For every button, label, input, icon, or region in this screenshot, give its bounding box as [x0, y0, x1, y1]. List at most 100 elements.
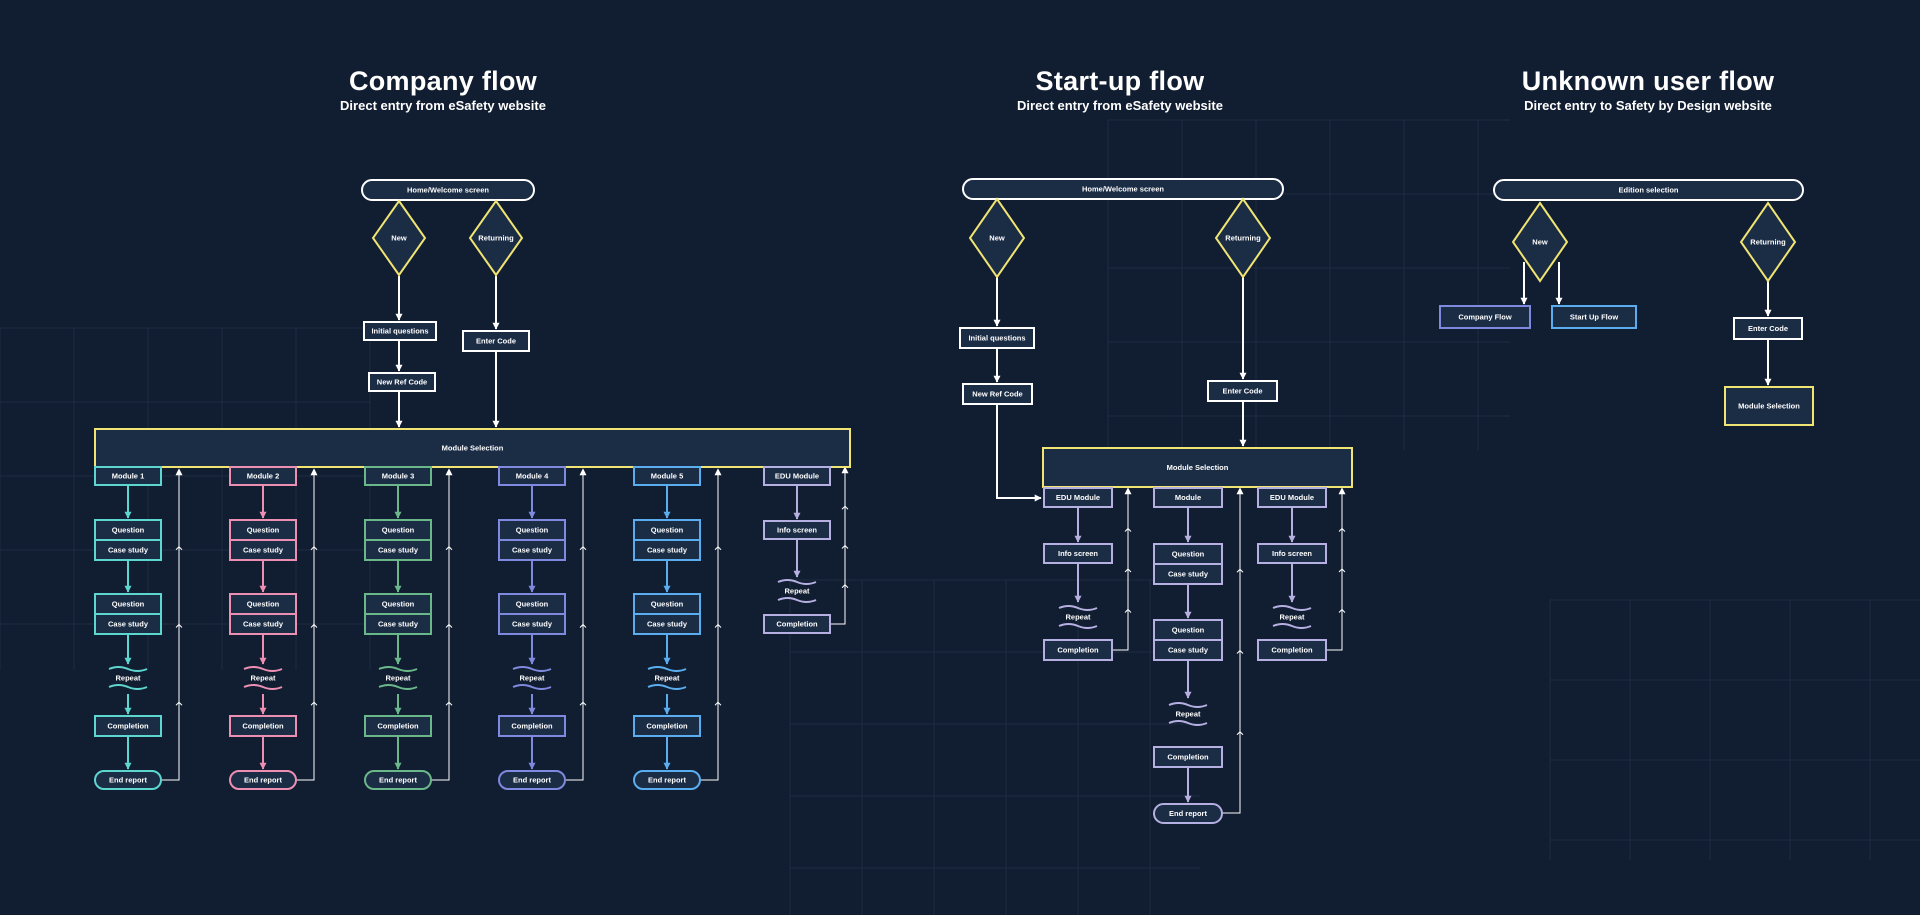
startup-column-1-info-screen[interactable]: Info screen	[1043, 543, 1113, 564]
startup-new-ref-code-shape	[962, 383, 1033, 405]
startup-column-2-return-loop-chevron	[1236, 731, 1244, 736]
company-new-ref-code[interactable]: New Ref Code	[368, 372, 436, 392]
company-module-4-repeat: Repeat	[512, 666, 552, 690]
unknown-start-up-flow[interactable]: Start Up Flow	[1551, 305, 1637, 329]
startup-new-ref-code[interactable]: New Ref Code	[962, 383, 1033, 405]
unknown-new-decision[interactable]: New	[1511, 201, 1569, 283]
company-module-2-completion[interactable]: Completion	[229, 715, 297, 737]
company-module-2-end-report-label: End report	[244, 776, 282, 785]
startup-column-3-return-loop-chevron	[1338, 527, 1346, 532]
startup-column-1-completion[interactable]: Completion	[1043, 639, 1113, 661]
startup-column-3-info-screen[interactable]: Info screen	[1257, 543, 1327, 564]
company-flow-title: Company flow	[348, 66, 538, 96]
company-module-3-completion[interactable]: Completion	[364, 715, 432, 737]
company-module-1-end-report[interactable]: End report	[94, 770, 162, 790]
startup-column-1-return-loop-chevron	[1124, 527, 1132, 532]
startup-home-welcome-screen[interactable]: Home/Welcome screen	[962, 178, 1284, 200]
startup-column-2-end-report[interactable]: End report	[1153, 803, 1223, 824]
company-module-1-shape	[94, 466, 162, 486]
company-module-5-completion[interactable]: Completion	[633, 715, 701, 737]
company-module-1-completion[interactable]: Completion	[94, 715, 162, 737]
company-edu-completion[interactable]: Completion	[763, 614, 831, 634]
startup-column-3-header-shape	[1257, 487, 1327, 508]
company-module-4-end-report[interactable]: End report	[498, 770, 566, 790]
startup-returning-decision[interactable]: Returning	[1214, 197, 1272, 279]
company-module-3-completion-label: Completion	[377, 722, 419, 731]
startup-column-1-return-loop-chevron	[1124, 568, 1132, 573]
grid-region-middle	[1107, 119, 1510, 450]
startup-column-1-header[interactable]: EDU Module	[1043, 487, 1113, 508]
startup-column-1-header-shape	[1043, 487, 1113, 508]
unknown-enter-code[interactable]: Enter Code	[1733, 317, 1803, 340]
company-edu-completion-label: Completion	[776, 620, 818, 629]
startup-module-selection[interactable]: Module Selection	[1042, 447, 1353, 488]
company-edu-module[interactable]: EDU Module	[763, 466, 831, 486]
company-module-1-return-loop-path	[161, 468, 183, 781]
startup-column-2-question-case-2-question-label: Question	[1172, 626, 1205, 635]
company-new-decision[interactable]: New	[371, 199, 427, 277]
company-returning-decision[interactable]: Returning	[468, 199, 524, 277]
startup-column-1-repeat: Repeat	[1058, 605, 1098, 629]
company-module-5-repeat-wave-bottom	[647, 684, 687, 690]
grid-region-left	[0, 327, 371, 670]
company-module-4-completion[interactable]: Completion	[498, 715, 566, 737]
company-module-1[interactable]: Module 1	[94, 466, 162, 486]
unknown-company-flow[interactable]: Company Flow	[1439, 305, 1531, 329]
company-module-2-question-case-2-question-label: Question	[247, 600, 280, 609]
unknown-edition-selection-shape	[1493, 179, 1804, 201]
startup-new-decision[interactable]: New	[968, 197, 1026, 279]
startup-column-2-header[interactable]: Module	[1153, 487, 1223, 508]
unknown-start-up-flow-label: Start Up Flow	[1570, 313, 1618, 322]
startup-column-2-question-case-1-question-label: Question	[1172, 550, 1205, 559]
company-edu-info-screen[interactable]: Info screen	[763, 520, 831, 540]
company-module-2-shape	[229, 466, 297, 486]
startup-column-2-completion-label: Completion	[1167, 753, 1209, 762]
startup-column-3-completion-label: Completion	[1271, 646, 1313, 655]
startup-column-3-completion[interactable]: Completion	[1257, 639, 1327, 661]
company-module-selection[interactable]: Module Selection	[94, 428, 851, 468]
company-enter-code[interactable]: Enter Code	[462, 330, 530, 352]
startup-column-3-return-loop-path	[1326, 487, 1346, 651]
startup-enter-code[interactable]: Enter Code	[1207, 380, 1278, 402]
company-module-5-label: Module 5	[651, 472, 684, 481]
company-module-5-return-loop-chevron	[714, 546, 722, 551]
company-module-3-question-case-1-question-label: Question	[382, 526, 415, 535]
company-module-4[interactable]: Module 4	[498, 466, 566, 486]
company-module-5[interactable]: Module 5	[633, 466, 701, 486]
company-module-3[interactable]: Module 3	[364, 466, 432, 486]
company-home-welcome-screen[interactable]: Home/Welcome screen	[361, 179, 535, 201]
company-edu-module-label: EDU Module	[775, 472, 819, 481]
company-new-ref-code-label: New Ref Code	[377, 378, 427, 387]
company-module-2-end-report[interactable]: End report	[229, 770, 297, 790]
company-initial-questions[interactable]: Initial questions	[363, 321, 437, 341]
startup-column-2-completion[interactable]: Completion	[1153, 746, 1223, 768]
company-module-5-end-report[interactable]: End report	[633, 770, 701, 790]
startup-home-welcome-screen-shape	[962, 178, 1284, 200]
unknown-user-flow-title: Unknown user flow	[1521, 66, 1775, 96]
company-module-3-end-report[interactable]: End report	[364, 770, 432, 790]
startup-column-2-end-report-shape	[1153, 803, 1223, 824]
company-module-5-question-case-2-case-study-label: Case study	[647, 620, 688, 629]
unknown-edition-selection[interactable]: Edition selection	[1493, 179, 1804, 201]
startup-initial-questions[interactable]: Initial questions	[959, 327, 1035, 349]
unknown-returning-decision[interactable]: Returning	[1739, 201, 1797, 283]
company-module-2[interactable]: Module 2	[229, 466, 297, 486]
company-module-3-repeat-label: Repeat	[385, 674, 411, 683]
unknown-module-selection[interactable]: Module Selection	[1724, 386, 1814, 426]
startup-column-3-header[interactable]: EDU Module	[1257, 487, 1327, 508]
company-edu-return-loop-chevron	[841, 584, 849, 589]
company-module-5-end-report-label: End report	[648, 776, 686, 785]
startup-column-1-info-screen-label: Info screen	[1058, 549, 1098, 558]
